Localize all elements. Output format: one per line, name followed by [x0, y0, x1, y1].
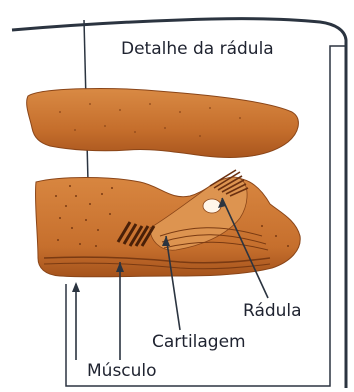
label-muscle: Músculo — [87, 363, 157, 380]
buccal-opening — [203, 199, 221, 213]
upper-tissue — [27, 89, 299, 158]
label-radula: Rádula — [243, 303, 302, 320]
label-cartilage: Cartilagem — [152, 334, 246, 351]
muscle-arrowhead-2 — [72, 282, 80, 292]
diagram-title: Detalhe da rádula — [121, 41, 274, 58]
